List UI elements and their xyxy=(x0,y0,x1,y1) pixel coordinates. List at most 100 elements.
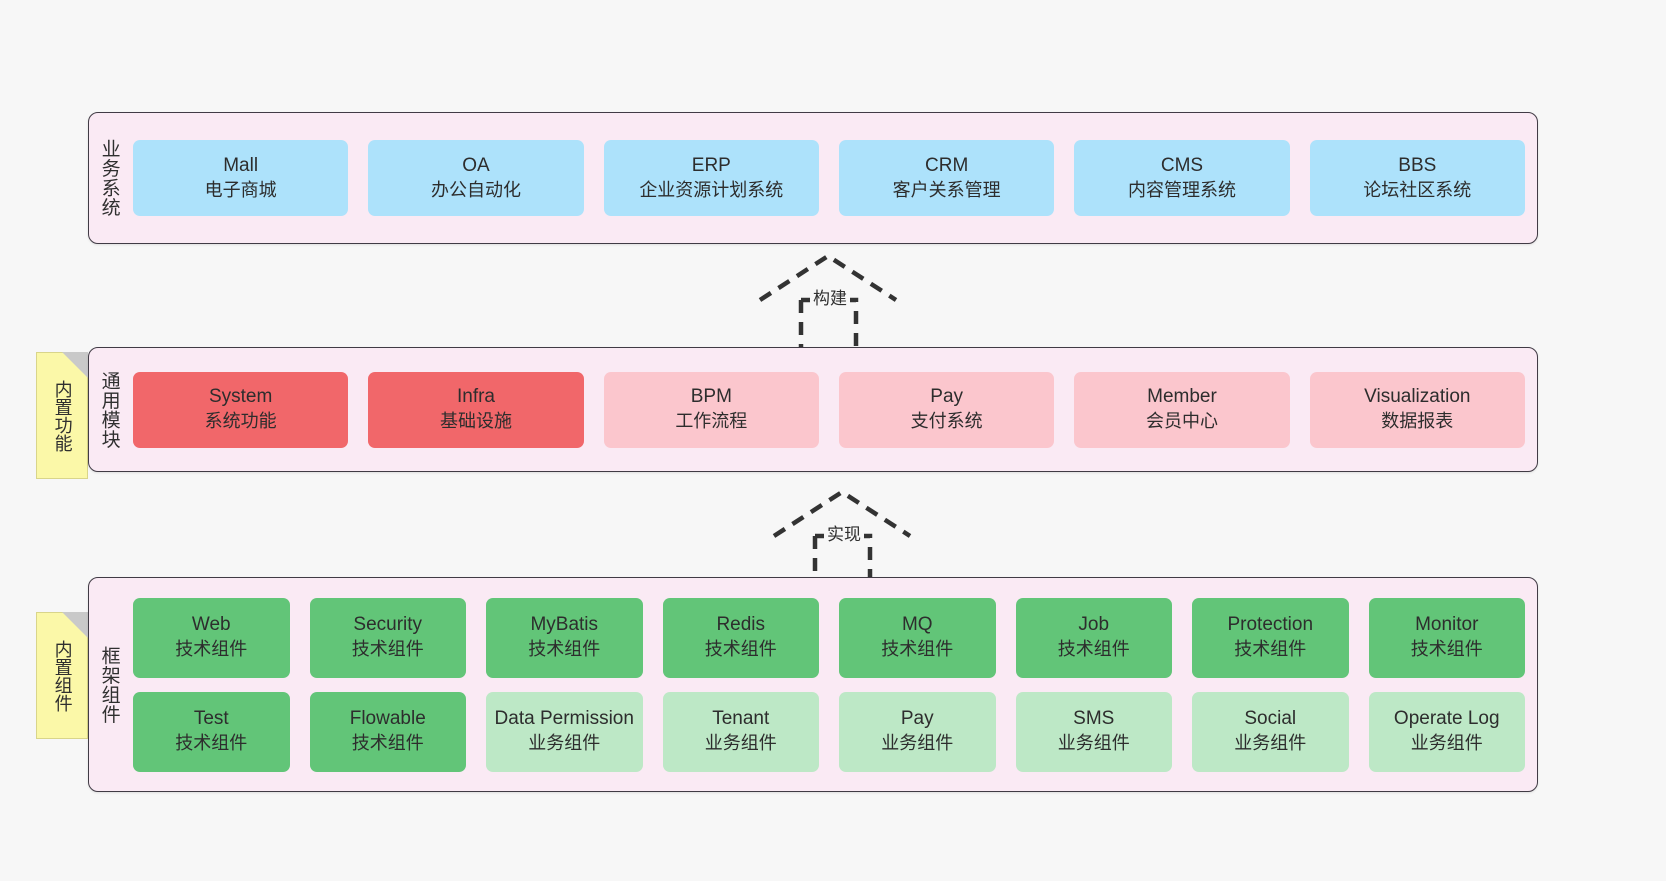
node-flowable-en: Flowable xyxy=(349,708,426,730)
node-mybatis[interactable]: MyBatis 技术组件 xyxy=(486,597,643,678)
node-cms-cn: 内容管理系统 xyxy=(1127,179,1236,200)
node-mybatis-en: MyBatis xyxy=(530,614,599,636)
node-mq-en: MQ xyxy=(901,614,933,636)
connector-build-label: 构建 xyxy=(810,284,850,309)
connector-implement-label: 实现 xyxy=(824,520,864,545)
node-test-en: Test xyxy=(193,708,229,730)
node-pay-component-en: Pay xyxy=(900,708,934,730)
node-security-en: Security xyxy=(353,614,423,636)
node-monitor-cn: 技术组件 xyxy=(1410,639,1483,660)
note-builtin-component-label: 内置组件 xyxy=(52,639,73,712)
node-protection-cn: 技术组件 xyxy=(1234,639,1307,660)
node-member-en: Member xyxy=(1147,386,1217,408)
node-web-en: Web xyxy=(191,614,231,636)
node-mall[interactable]: Mall 电子商城 xyxy=(133,140,349,216)
node-system-en: System xyxy=(208,386,273,408)
node-infra-cn: 基础设施 xyxy=(439,411,512,432)
node-visualization-en: Visualization xyxy=(1364,386,1471,408)
node-redis-en: Redis xyxy=(716,614,766,636)
node-tenant-en: Tenant xyxy=(712,708,770,730)
node-sms-en: SMS xyxy=(1073,708,1115,730)
arrowhead-triangle-implement xyxy=(772,489,912,538)
node-mq-cn: 技术组件 xyxy=(881,639,954,660)
node-job-cn: 技术组件 xyxy=(1057,639,1130,660)
node-data-permission[interactable]: Data Permission 业务组件 xyxy=(486,691,643,772)
node-flowable[interactable]: Flowable 技术组件 xyxy=(309,691,466,772)
node-oa-en: OA xyxy=(462,154,490,176)
node-bpm-en: BPM xyxy=(690,386,732,408)
node-monitor[interactable]: Monitor 技术组件 xyxy=(1368,597,1525,678)
node-crm-en: CRM xyxy=(925,154,969,176)
node-visualization-cn: 数据报表 xyxy=(1381,411,1454,432)
node-system[interactable]: System 系统功能 xyxy=(133,371,349,448)
node-operate-log-cn: 业务组件 xyxy=(1410,733,1483,754)
node-member-cn: 会员中心 xyxy=(1145,411,1218,432)
node-crm-cn: 客户关系管理 xyxy=(892,179,1001,200)
node-redis[interactable]: Redis 技术组件 xyxy=(662,597,819,678)
node-pay-module[interactable]: Pay 支付系统 xyxy=(838,371,1055,448)
node-infra[interactable]: Infra 基础设施 xyxy=(368,371,584,448)
node-job-en: Job xyxy=(1078,614,1110,636)
node-bbs-cn: 论坛社区系统 xyxy=(1363,179,1472,200)
common-row: System 系统功能 Infra 基础设施 BPM 工作流程 Pay 支付系统… xyxy=(133,371,1525,448)
node-data-permission-en: Data Permission xyxy=(494,708,634,730)
node-mall-en: Mall xyxy=(223,154,259,176)
node-cms[interactable]: CMS 内容管理系统 xyxy=(1074,140,1290,216)
node-social-en: Social xyxy=(1244,708,1297,730)
node-operate-log[interactable]: Operate Log 业务组件 xyxy=(1368,691,1525,772)
node-pay-module-cn: 支付系统 xyxy=(910,411,983,432)
business-row: Mall 电子商城 OA 办公自动化 ERP 企业资源计划系统 CRM 客户关系… xyxy=(133,140,1525,216)
arrowhead-triangle-build xyxy=(758,253,898,302)
node-tenant[interactable]: Tenant 业务组件 xyxy=(662,691,819,772)
node-tenant-cn: 业务组件 xyxy=(704,733,777,754)
node-bpm[interactable]: BPM 工作流程 xyxy=(603,371,819,448)
layer-title-framework: 框架组件 xyxy=(98,645,120,724)
node-social[interactable]: Social 业务组件 xyxy=(1192,691,1349,772)
node-mall-cn: 电子商城 xyxy=(204,179,277,200)
node-pay-component-cn: 业务组件 xyxy=(881,733,954,754)
node-test[interactable]: Test 技术组件 xyxy=(133,691,290,772)
node-oa[interactable]: OA 办公自动化 xyxy=(368,140,584,216)
arrow-stem-build-left xyxy=(801,297,859,348)
framework-row-1: Web 技术组件 Security 技术组件 MyBatis 技术组件 Redi… xyxy=(133,597,1525,678)
node-operate-log-en: Operate Log xyxy=(1393,708,1500,730)
node-erp-cn: 企业资源计划系统 xyxy=(639,179,784,200)
node-security-cn: 技术组件 xyxy=(351,639,424,660)
note-builtin-function-label: 内置功能 xyxy=(52,379,73,452)
layer-common-modules: 通用模块 System 系统功能 Infra 基础设施 BPM 工作流程 Pay… xyxy=(88,347,1538,472)
node-bpm-cn: 工作流程 xyxy=(675,411,748,432)
node-mybatis-cn: 技术组件 xyxy=(528,639,601,660)
note-builtin-component: 内置组件 xyxy=(36,612,88,739)
node-social-cn: 业务组件 xyxy=(1234,733,1307,754)
node-flowable-cn: 技术组件 xyxy=(351,733,424,754)
note-builtin-function: 内置功能 xyxy=(36,352,88,479)
layer-body-common: System 系统功能 Infra 基础设施 BPM 工作流程 Pay 支付系统… xyxy=(129,348,1537,471)
node-bbs[interactable]: BBS 论坛社区系统 xyxy=(1309,140,1525,216)
node-web[interactable]: Web 技术组件 xyxy=(133,597,290,678)
node-data-permission-cn: 业务组件 xyxy=(528,733,601,754)
node-mq[interactable]: MQ 技术组件 xyxy=(839,597,996,678)
connector-implement: 实现 xyxy=(760,484,940,584)
node-job[interactable]: Job 技术组件 xyxy=(1015,597,1172,678)
node-oa-cn: 办公自动化 xyxy=(430,179,521,200)
node-erp-en: ERP xyxy=(691,154,731,176)
node-visualization[interactable]: Visualization 数据报表 xyxy=(1309,371,1525,448)
node-sms-cn: 业务组件 xyxy=(1057,733,1130,754)
arrow-stem-implement-left xyxy=(815,533,873,584)
node-protection[interactable]: Protection 技术组件 xyxy=(1192,597,1349,678)
node-erp[interactable]: ERP 企业资源计划系统 xyxy=(603,140,819,216)
node-monitor-en: Monitor xyxy=(1415,614,1479,636)
layer-business-systems: 业务系统 Mall 电子商城 OA 办公自动化 ERP 企业资源计划系统 CRM… xyxy=(88,112,1538,244)
node-test-cn: 技术组件 xyxy=(175,733,248,754)
node-crm[interactable]: CRM 客户关系管理 xyxy=(838,140,1055,216)
node-member[interactable]: Member 会员中心 xyxy=(1074,371,1290,448)
node-sms[interactable]: SMS 业务组件 xyxy=(1015,691,1172,772)
layer-body-business: Mall 电子商城 OA 办公自动化 ERP 企业资源计划系统 CRM 客户关系… xyxy=(129,113,1537,243)
node-pay-component[interactable]: Pay 业务组件 xyxy=(839,691,996,772)
node-security[interactable]: Security 技术组件 xyxy=(309,597,466,678)
connector-build: 构建 xyxy=(746,248,926,348)
layer-body-framework: Web 技术组件 Security 技术组件 MyBatis 技术组件 Redi… xyxy=(129,578,1537,791)
layer-title-business: 业务系统 xyxy=(98,139,120,217)
node-infra-en: Infra xyxy=(456,386,495,408)
